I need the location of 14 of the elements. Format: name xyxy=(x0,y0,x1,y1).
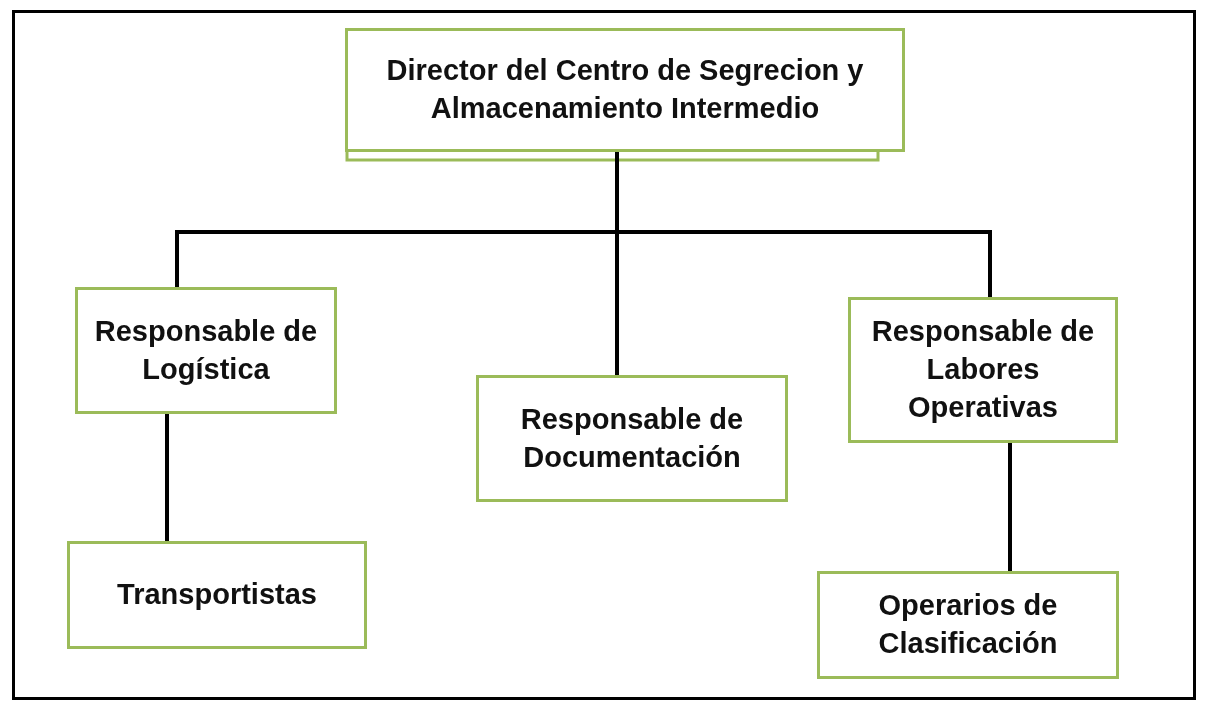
role-box xyxy=(848,297,1118,443)
role-box xyxy=(75,287,337,414)
connector-line xyxy=(165,414,169,541)
role-box xyxy=(476,375,788,502)
staff-box xyxy=(67,541,367,649)
box-label: Director del Centro de Segrecion y Almacenamiento Intermedio xyxy=(385,53,865,126)
box-label: Responsable de Labores Operativas xyxy=(870,314,1096,425)
box-label: Responsable de Logística xyxy=(93,313,319,387)
staff-box xyxy=(817,571,1119,679)
connector-line xyxy=(1008,443,1012,571)
director-box xyxy=(345,28,905,152)
box-label: Transportistas xyxy=(117,577,317,613)
box-label: Operarios de Clasificación xyxy=(877,588,1059,661)
box-label: Responsable de Documentación xyxy=(519,401,745,475)
